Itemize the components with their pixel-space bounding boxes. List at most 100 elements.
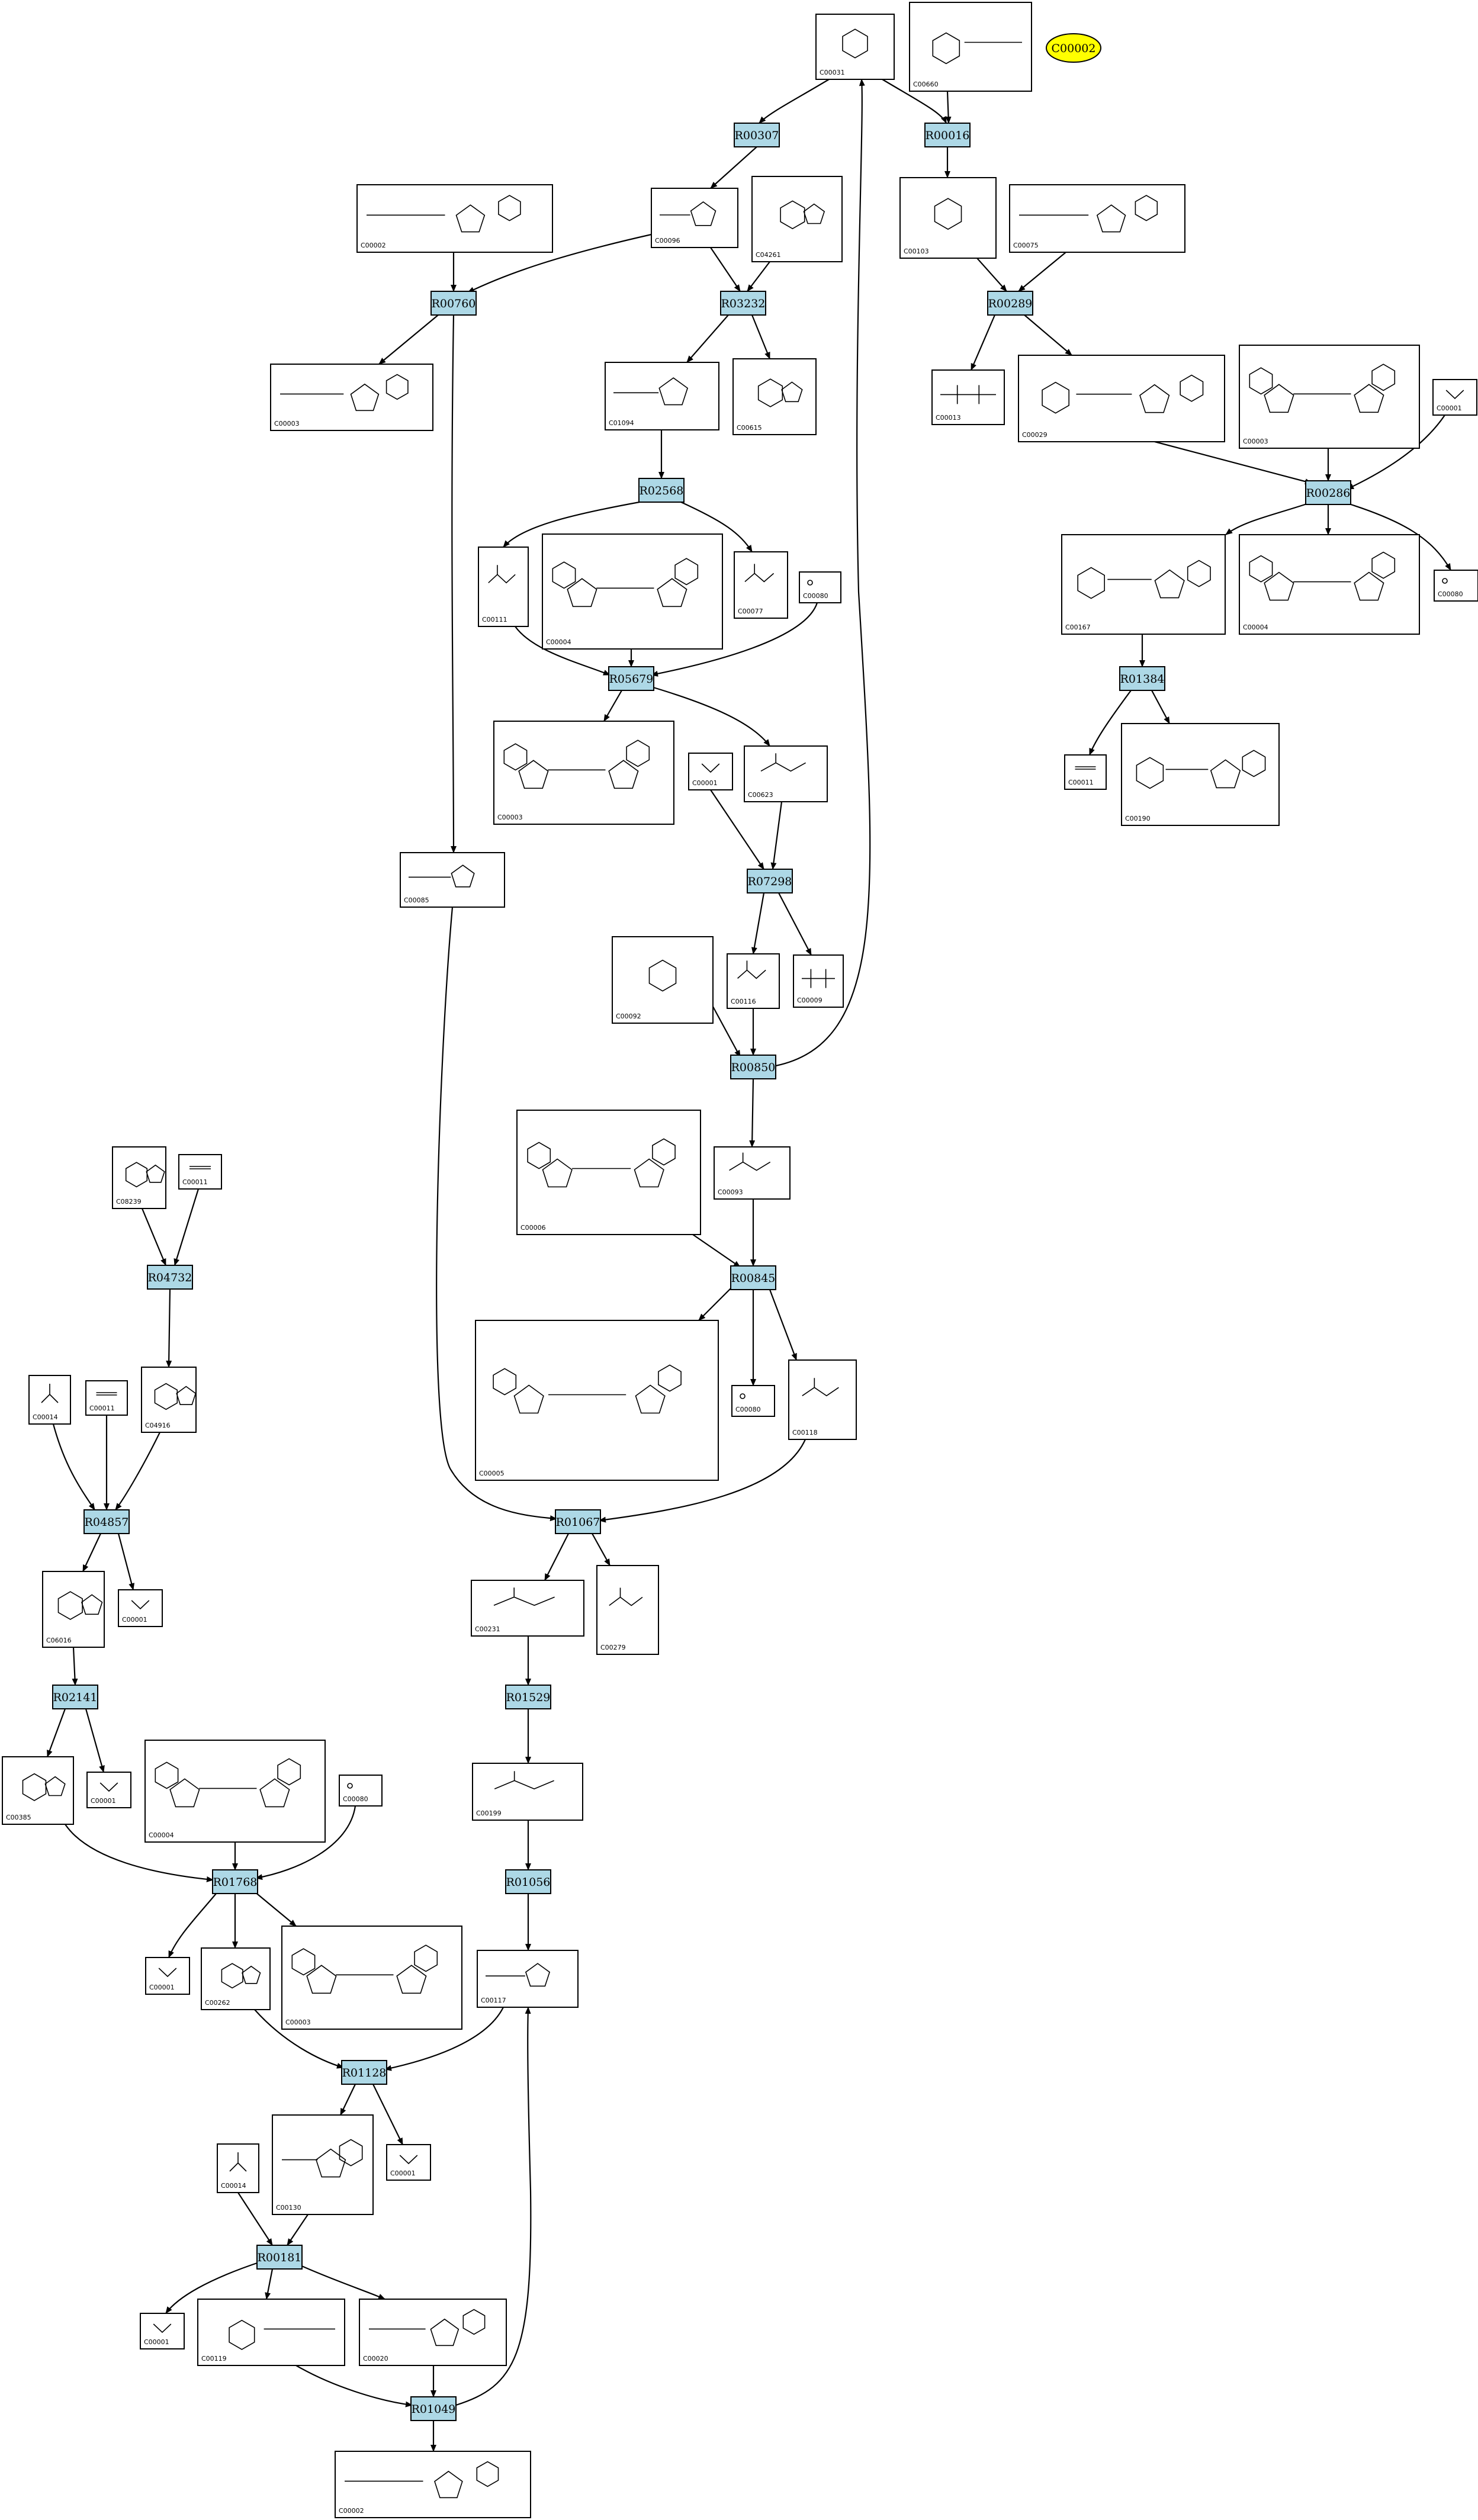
compound-box[interactable] (793, 954, 844, 1008)
reaction-box[interactable] (720, 291, 766, 316)
reaction-box[interactable] (83, 1509, 130, 1534)
reaction-node[interactable]: R01067 (555, 1509, 601, 1534)
compound-box[interactable] (335, 2451, 531, 2518)
compound-node[interactable]: C00014 (28, 1375, 71, 1425)
compound-box[interactable] (1121, 723, 1280, 826)
compound-node[interactable]: C00103 (899, 177, 997, 259)
reaction-box[interactable] (505, 1685, 551, 1709)
compound-node[interactable]: C00011 (178, 1154, 222, 1190)
compound-node[interactable]: C00011 (1064, 754, 1107, 790)
compound-node[interactable]: C00004 (144, 1740, 326, 1843)
compound-box[interactable] (493, 721, 674, 825)
compound-node[interactable]: C00003 (281, 1926, 462, 2030)
compound-box[interactable] (744, 745, 828, 802)
compound-node[interactable]: C00001 (118, 1589, 163, 1627)
reaction-node[interactable]: R01128 (341, 2060, 387, 2085)
compound-box[interactable] (272, 2114, 374, 2215)
compound-node[interactable]: C00004 (542, 533, 723, 650)
reaction-node[interactable]: R01056 (505, 1869, 551, 1894)
compound-box[interactable] (732, 358, 817, 435)
compound-box[interactable] (339, 1775, 383, 1807)
compound-box[interactable] (217, 2143, 259, 2193)
compound-box[interactable] (400, 852, 505, 908)
compound-box[interactable] (471, 1580, 584, 1637)
compound-node[interactable]: C00003 (1239, 345, 1420, 449)
compound-box[interactable] (386, 2144, 431, 2181)
reaction-box[interactable] (410, 2396, 457, 2421)
highlight-compound[interactable]: C00002 (1046, 33, 1101, 63)
reaction-node[interactable]: R01768 (212, 1869, 258, 1894)
reaction-box[interactable] (608, 666, 654, 691)
compound-node[interactable]: C00080 (1434, 570, 1478, 602)
compound-box[interactable] (472, 1763, 583, 1821)
compound-node[interactable]: C00085 (400, 852, 505, 908)
compound-node[interactable]: C00199 (472, 1763, 583, 1821)
compound-box[interactable] (734, 551, 788, 619)
compound-box[interactable] (1239, 345, 1420, 449)
compound-box[interactable] (178, 1154, 222, 1190)
compound-node[interactable]: C00005 (475, 1320, 719, 1481)
reaction-node[interactable]: R00289 (987, 291, 1033, 316)
compound-box[interactable] (112, 1146, 166, 1209)
compound-box[interactable] (542, 533, 723, 650)
compound-node[interactable]: C00092 (612, 936, 714, 1024)
reaction-box[interactable] (1119, 666, 1165, 691)
reaction-box[interactable] (505, 1869, 551, 1894)
compound-box[interactable] (788, 1359, 857, 1440)
compound-node[interactable]: C00011 (85, 1380, 128, 1416)
compound-node[interactable]: C01094 (605, 362, 719, 430)
compound-node[interactable]: C04916 (141, 1367, 197, 1433)
reaction-box[interactable] (638, 478, 685, 503)
compound-node[interactable]: C00167 (1061, 534, 1226, 635)
reaction-box[interactable] (924, 123, 971, 147)
compound-node[interactable]: C00004 (1239, 534, 1420, 635)
reaction-node[interactable]: R02568 (638, 478, 685, 503)
reaction-box[interactable] (730, 1265, 776, 1290)
compound-node[interactable]: C00013 (931, 369, 1005, 425)
highlight-ellipse[interactable] (1046, 33, 1101, 63)
reaction-node[interactable]: R07298 (747, 869, 793, 893)
reaction-box[interactable] (430, 291, 477, 316)
compound-box[interactable] (596, 1565, 659, 1655)
compound-node[interactable]: C08239 (112, 1146, 166, 1209)
reaction-node[interactable]: R04732 (147, 1265, 193, 1290)
compound-box[interactable] (281, 1926, 462, 2030)
reaction-box[interactable] (555, 1509, 601, 1534)
reaction-node[interactable]: R00181 (256, 2245, 303, 2270)
reaction-box[interactable] (730, 1055, 776, 1079)
compound-box[interactable] (140, 2313, 185, 2349)
compound-box[interactable] (516, 1110, 701, 1235)
reaction-node[interactable]: R01384 (1119, 666, 1165, 691)
compound-node[interactable]: C00001 (145, 1957, 190, 1995)
compound-box[interactable] (478, 547, 529, 627)
reaction-node[interactable]: R00850 (730, 1055, 776, 1079)
compound-node[interactable]: C00077 (734, 551, 788, 619)
reaction-node[interactable]: R02141 (52, 1685, 98, 1709)
reaction-node[interactable]: R00016 (924, 123, 971, 147)
reaction-box[interactable] (747, 869, 793, 893)
compound-node[interactable]: C00001 (386, 2144, 431, 2181)
compound-node[interactable]: C00262 (201, 1947, 271, 2010)
compound-node[interactable]: C00279 (596, 1565, 659, 1655)
compound-box[interactable] (197, 2299, 345, 2366)
compound-box[interactable] (731, 1385, 775, 1417)
reaction-box[interactable] (341, 2060, 387, 2085)
compound-box[interactable] (799, 571, 841, 603)
compound-node[interactable]: C00031 (815, 14, 895, 80)
compound-box[interactable] (612, 936, 714, 1024)
compound-node[interactable]: C00623 (744, 745, 828, 802)
compound-box[interactable] (931, 369, 1005, 425)
compound-box[interactable] (714, 1146, 791, 1200)
reaction-node[interactable]: R00307 (734, 123, 780, 147)
compound-node[interactable]: C00130 (272, 2114, 374, 2215)
compound-node[interactable]: C00118 (788, 1359, 857, 1440)
compound-node[interactable]: C04261 (751, 176, 843, 262)
reaction-box[interactable] (987, 291, 1033, 316)
compound-node[interactable]: C00002 (335, 2451, 531, 2518)
reaction-box[interactable] (212, 1869, 258, 1894)
compound-box[interactable] (85, 1380, 128, 1416)
compound-node[interactable]: C00006 (516, 1110, 701, 1235)
compound-node[interactable]: C00615 (732, 358, 817, 435)
compound-box[interactable] (28, 1375, 71, 1425)
compound-node[interactable]: C00003 (493, 721, 674, 825)
